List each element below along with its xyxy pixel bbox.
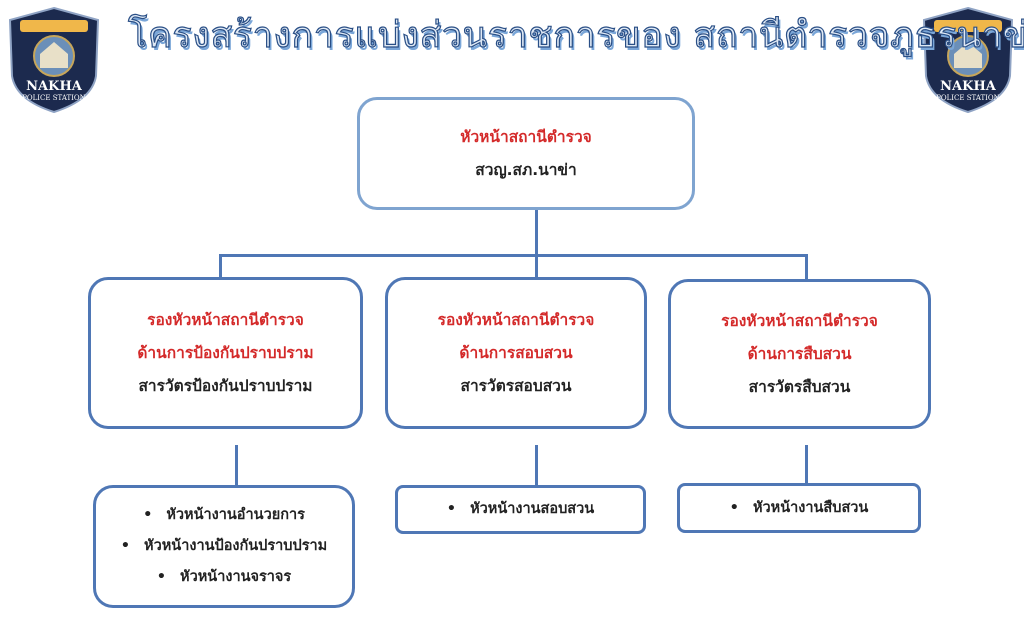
- list-item: หัวหน้างานอำนวยการ: [143, 500, 305, 531]
- svg-text:POLICE STATION: POLICE STATION: [936, 94, 1000, 102]
- deputy-unit: สารวัตรป้องกันปราบปราม: [138, 376, 313, 395]
- deputy-box-prevention: รองหัวหน้าสถานีตำรวจ ด้านการป้องกันปราบป…: [88, 277, 363, 429]
- deputy-title: รองหัวหน้าสถานีตำรวจ: [147, 310, 304, 329]
- list-item: หัวหน้างานสืบสวน: [730, 493, 868, 524]
- deputy-box-inquiry: รองหัวหน้าสถานีตำรวจ ด้านการสอบสวน สารวั…: [385, 277, 647, 429]
- connector-line: [805, 445, 808, 483]
- deputy-area: ด้านการสอบสวน: [459, 343, 573, 362]
- connector-line: [805, 254, 808, 280]
- police-badge-logo-left: NAKHA POLICE STATION: [8, 6, 100, 114]
- sub-units-box-inquiry: หัวหน้างานสอบสวน: [395, 485, 646, 534]
- list-item: หัวหน้างานป้องกันปราบปราม: [121, 531, 327, 562]
- head-title: หัวหน้าสถานีตำรวจ: [460, 127, 592, 146]
- deputy-unit: สารวัตรสืบสวน: [748, 377, 851, 396]
- list-item: หัวหน้างานจราจร: [157, 562, 291, 593]
- connector-line: [235, 445, 238, 485]
- deputy-title: รองหัวหน้าสถานีตำรวจ: [437, 310, 595, 329]
- svg-text:NAKHA: NAKHA: [26, 79, 83, 94]
- svg-text:POLICE STATION: POLICE STATION: [22, 94, 86, 102]
- deputy-box-investigation: รองหัวหน้าสถานีตำรวจ ด้านการสืบสวน สารวั…: [668, 279, 931, 429]
- deputy-unit: สารวัตรสอบสวน: [460, 376, 572, 395]
- head-box: หัวหน้าสถานีตำรวจ สวญ.สภ.นาข่า: [357, 97, 695, 210]
- page-title: โครงสร้างการแบ่งส่วนราชการของ สถานีตำรวจ…: [127, 14, 1024, 56]
- deputy-title: รองหัวหน้าสถานีตำรวจ: [721, 311, 878, 330]
- head-subtitle: สวญ.สภ.นาข่า: [475, 160, 577, 179]
- sub-units-box-prevention: หัวหน้างานอำนวยการ หัวหน้างานป้องกันปราบ…: [93, 485, 355, 608]
- svg-text:NAKHA: NAKHA: [940, 79, 997, 94]
- list-item: หัวหน้างานสอบสวน: [447, 494, 594, 525]
- connector-line: [219, 254, 808, 257]
- deputy-area: ด้านการสืบสวน: [747, 344, 852, 363]
- connector-line: [219, 254, 222, 278]
- deputy-area: ด้านการป้องกันปราบปราม: [137, 343, 314, 362]
- police-badge-logo-right: NAKHA POLICE STATION: [922, 6, 1014, 114]
- connector-line: [535, 209, 538, 257]
- connector-line: [535, 254, 538, 278]
- sub-units-box-investigation: หัวหน้างานสืบสวน: [677, 483, 921, 533]
- connector-line: [535, 445, 538, 485]
